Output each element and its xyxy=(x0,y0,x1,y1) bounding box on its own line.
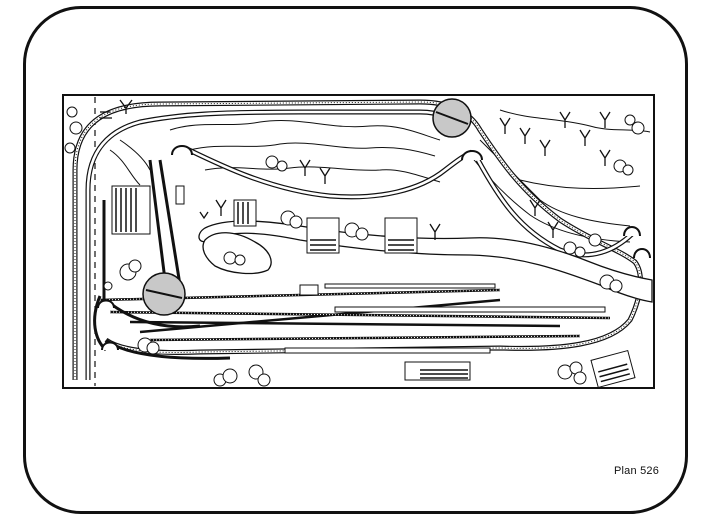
left-side-marks xyxy=(100,111,112,119)
right-curve-track xyxy=(475,158,634,258)
freight-house xyxy=(404,361,471,381)
middle-curve-track xyxy=(183,145,474,200)
factory-b xyxy=(384,217,418,254)
small-shed xyxy=(299,284,319,296)
right-shed xyxy=(590,349,636,389)
left-spurs xyxy=(102,159,182,300)
island xyxy=(202,232,272,275)
tunnel-portals xyxy=(97,145,651,351)
platforms xyxy=(284,283,606,354)
buildings xyxy=(111,185,636,389)
plan-caption: Plan 526 xyxy=(614,465,660,477)
baseboard-outline xyxy=(62,94,655,389)
trees xyxy=(64,106,645,387)
hill-terrain xyxy=(109,119,441,186)
factory-a xyxy=(306,217,340,254)
depot-a xyxy=(233,199,257,227)
pine-trees xyxy=(119,99,611,240)
